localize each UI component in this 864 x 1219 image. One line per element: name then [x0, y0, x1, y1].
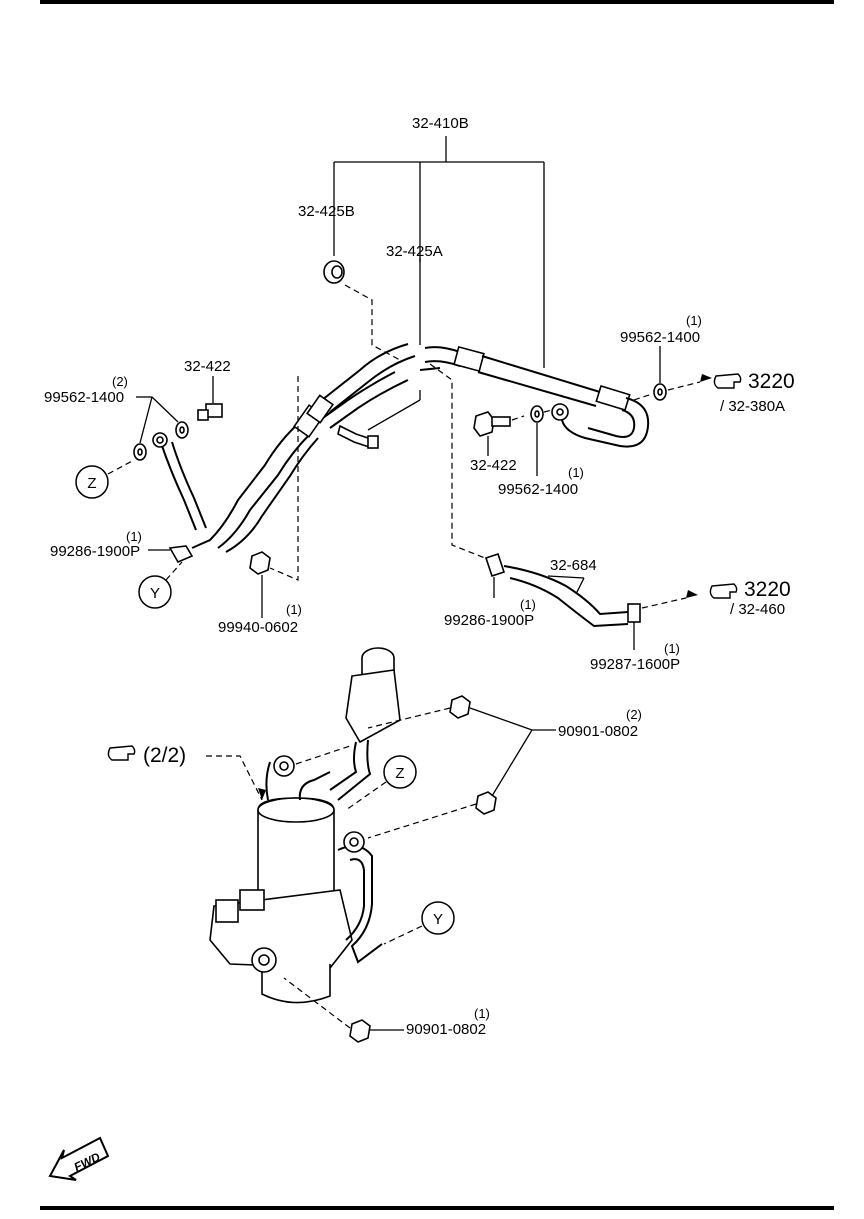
- clamp-99286-left: [148, 545, 194, 564]
- washer-99562-mid: [530, 405, 544, 476]
- qty-99287: (1): [664, 641, 680, 656]
- leader-90901-top: [469, 707, 533, 731]
- label-90901-bottom: 90901-0802: [406, 1021, 486, 1038]
- ref-3220-460-sub: / 32-460: [730, 601, 785, 618]
- label-99940: 99940-0602: [218, 619, 298, 636]
- pointing-hand-icon: [107, 745, 136, 761]
- fwd-arrow: FWD: [48, 1136, 110, 1181]
- marker-z-left-label: Z: [87, 475, 96, 492]
- label-32-422-top: 32-422: [184, 358, 231, 375]
- label-99562-mid: 99562-1400: [498, 481, 578, 498]
- return-hose-32-684: [484, 552, 641, 650]
- ref-3220-460[interactable]: 3220 / 32-460: [709, 578, 791, 618]
- marker-z-lower-label: Z: [395, 765, 404, 782]
- qty-99562-left: (2): [112, 374, 128, 389]
- pointing-hand-icon: [709, 583, 738, 599]
- marker-y-left: Y: [138, 561, 183, 609]
- marker-y-left-label: Y: [150, 585, 160, 602]
- label-32-410B: 32-410B: [412, 115, 469, 132]
- marker-y-lower: Y: [383, 901, 455, 945]
- marker-z-left: Z: [75, 459, 135, 499]
- leader-32-410B: [333, 136, 545, 431]
- qty-99562-right: (1): [686, 313, 702, 328]
- bolt-32-422-top: [197, 376, 223, 421]
- nut-32-425B: [323, 260, 345, 284]
- ref-2-2-label: (2/2): [143, 744, 186, 767]
- bolt-32-422-mid: [473, 411, 511, 456]
- ref-3220-460-number: 3220: [744, 578, 791, 601]
- label-90901-top: 90901-0802: [558, 723, 638, 740]
- pointing-hand-icon: [713, 373, 742, 389]
- ref-3220-380A-number: 3220: [748, 370, 795, 393]
- power-steering-pump-unit: [209, 647, 401, 1004]
- nut-90901-bottom: [349, 1019, 371, 1043]
- label-32-422-mid: 32-422: [470, 457, 517, 474]
- ref-3220-380A[interactable]: 3220 / 32-380A: [713, 370, 795, 415]
- qty-90901-bottom: (1): [474, 1006, 490, 1021]
- qty-90901-top: (2): [626, 707, 642, 722]
- dash-ref-2-2: [206, 755, 263, 801]
- washer-99562-left-b: [175, 421, 189, 439]
- label-32-425A: 32-425A: [386, 243, 443, 260]
- ref-2-2[interactable]: (2/2): [107, 744, 186, 767]
- label-99287: 99287-1600P: [590, 656, 680, 673]
- washer-99562-left-a: [133, 443, 147, 461]
- ref-3220-380A-sub: / 32-380A: [720, 398, 785, 415]
- label-32-684: 32-684: [550, 557, 597, 574]
- qty-99286-mid: (1): [520, 597, 536, 612]
- label-99562-left: 99562-1400: [44, 389, 124, 406]
- qty-99562-mid: (1): [568, 465, 584, 480]
- nut-90901-top-a: [449, 695, 471, 719]
- label-32-425B: 32-425B: [298, 203, 355, 220]
- marker-z-lower: Z: [345, 755, 417, 811]
- qty-99286-left: (1): [126, 529, 142, 544]
- dash-99940: [269, 376, 299, 581]
- label-99286-left: 99286-1900P: [50, 543, 140, 560]
- label-99286-mid: 99286-1900P: [444, 612, 534, 629]
- dash-32-425B: [344, 284, 401, 361]
- nut-90901-top-b: [475, 791, 497, 815]
- washer-99562-right: [653, 346, 667, 401]
- dash-return-hose: [429, 363, 491, 561]
- label-99562-right: 99562-1400: [620, 329, 700, 346]
- nut-99940: [249, 551, 271, 618]
- qty-99940: (1): [286, 602, 302, 617]
- marker-y-lower-label: Y: [433, 911, 443, 928]
- pressure-hose-assembly: [152, 343, 650, 553]
